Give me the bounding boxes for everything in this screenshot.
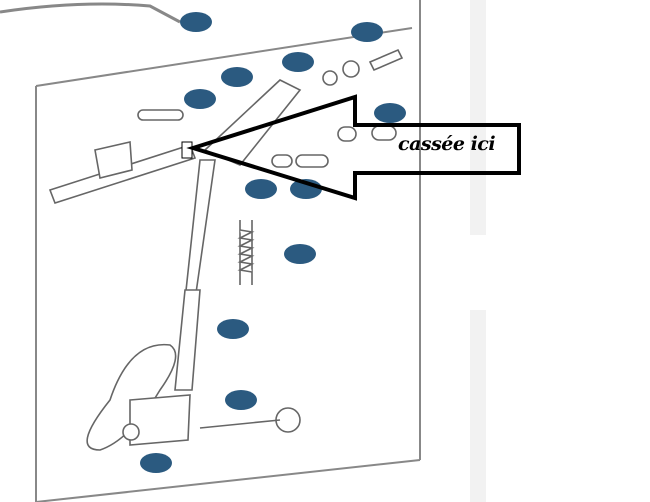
callout-marker bbox=[225, 390, 257, 410]
callout-marker bbox=[217, 319, 249, 339]
callout-marker bbox=[245, 179, 277, 199]
brake-lever bbox=[48, 48, 404, 451]
callout-marker bbox=[180, 12, 212, 32]
callout-marker bbox=[184, 89, 216, 109]
callout-marker bbox=[284, 244, 316, 264]
background-band-bottom bbox=[470, 310, 486, 502]
callout-marker bbox=[374, 103, 406, 123]
callout-marker bbox=[282, 52, 314, 72]
callout-marker bbox=[351, 22, 383, 42]
callout-marker bbox=[140, 453, 172, 473]
callout-arrow bbox=[186, 94, 521, 201]
callout-marker bbox=[221, 67, 253, 87]
annotation-label: cassée ici bbox=[398, 133, 496, 155]
callout-markers bbox=[140, 12, 406, 473]
panel-outline bbox=[35, 0, 421, 502]
background-band-top bbox=[470, 0, 486, 235]
cable bbox=[0, 2, 181, 24]
break-point-marker bbox=[181, 141, 193, 159]
